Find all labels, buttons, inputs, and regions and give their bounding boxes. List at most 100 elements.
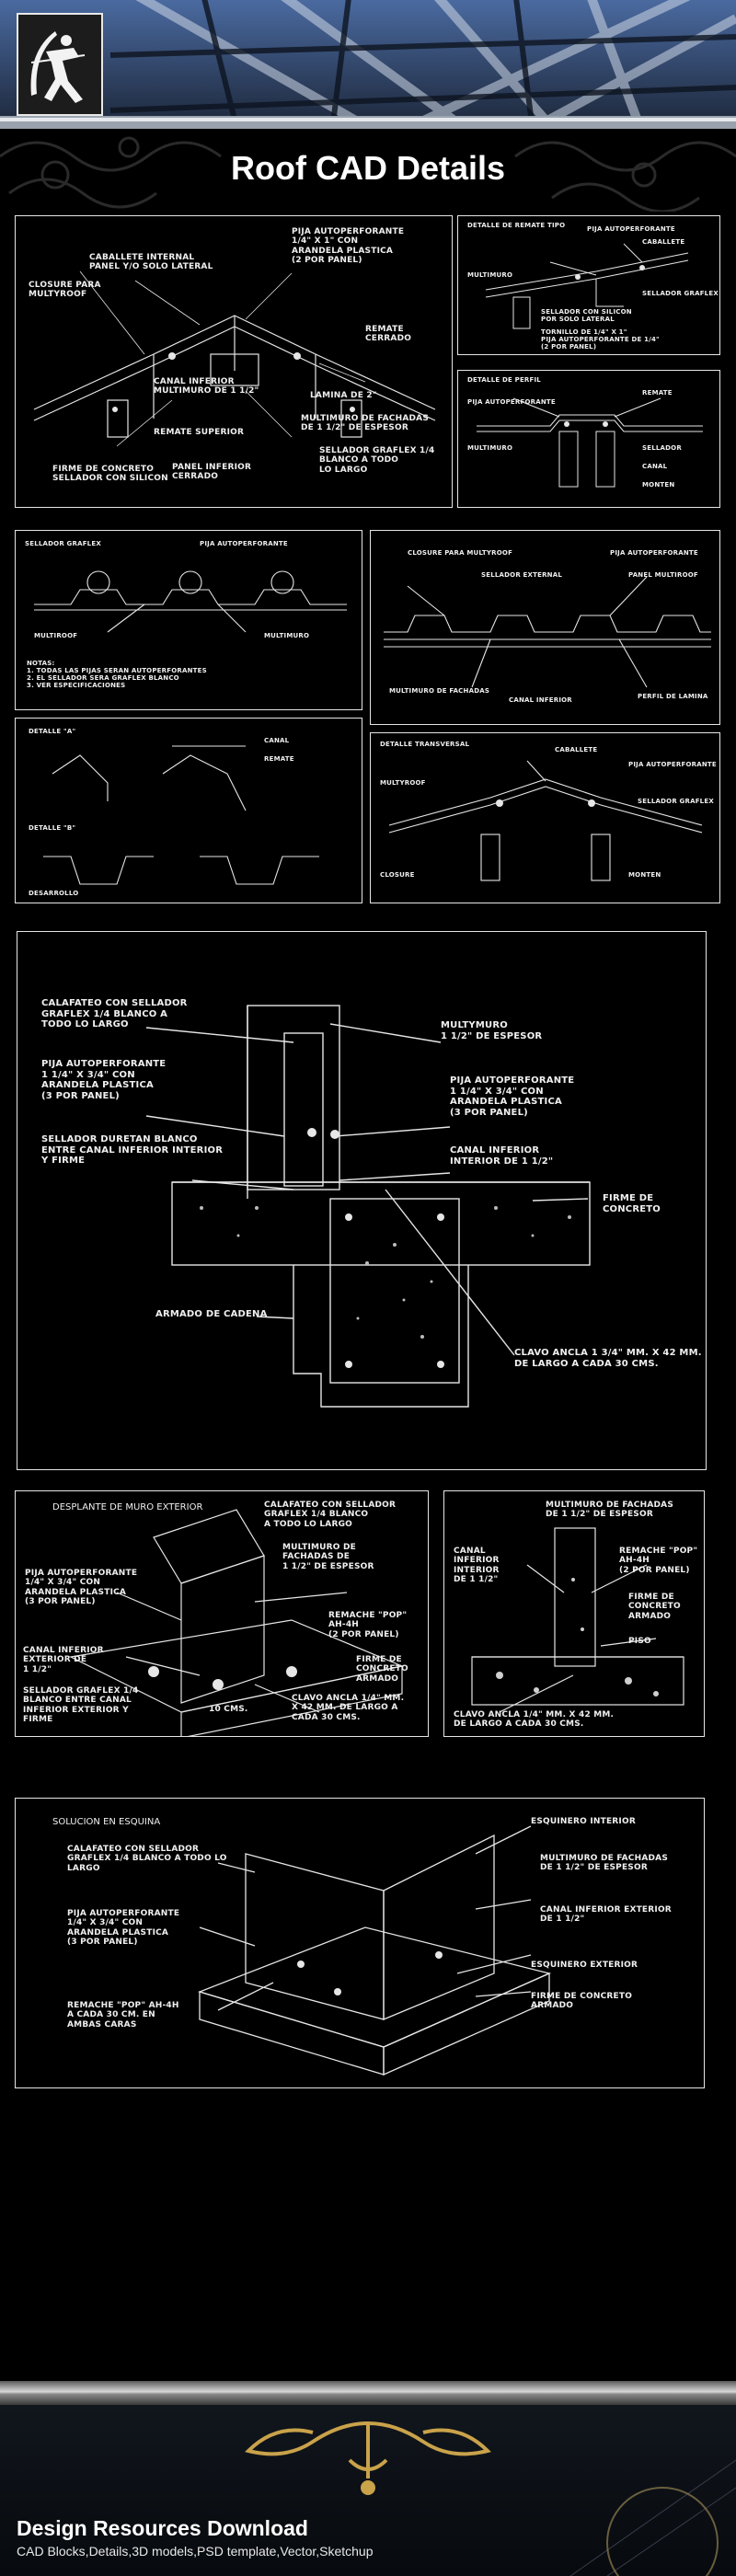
- p2-label-0: DETALLE DE REMATE TIPO: [467, 222, 566, 229]
- p2-label-3: MULTIMURO: [467, 271, 513, 279]
- p1-label-9: FIRME DE CONCRETO SELLADOR CON SILICON: [52, 465, 168, 484]
- p5-label-3: PANEL MULTIROOF: [628, 571, 698, 579]
- p8-label-6: FIRME DE CONCRETO: [603, 1193, 661, 1214]
- p11-label-1: CALAFATEO CON SELLADOR GRAFLEX 1/4 BLANC…: [67, 1845, 227, 1873]
- p1-label-2: CLOSURE PARA MULTYROOF: [29, 281, 101, 300]
- p4-label-4: NOTAS: 1. TODAS LAS PIJAS SERAN AUTOPERF…: [27, 660, 207, 690]
- footer-divider: [0, 2381, 736, 2405]
- p1-label-3: CANAL INFERIOR MULTIMURO DE 1 1/2": [154, 377, 259, 397]
- p10-label-3: FIRME DE CONCRETO ARMADO: [628, 1593, 681, 1621]
- cad-panel-corrugated-profile: SELLADOR GRAFLEX PIJA AUTOPERFORANTE MUL…: [15, 530, 362, 710]
- p10-label-4: PISO: [628, 1637, 651, 1646]
- p7-label-6: MONTEN: [628, 871, 661, 879]
- p9-label-4: CANAL INFERIOR EXTERIOR DE 1 1/2": [23, 1646, 104, 1674]
- p3-label-2: REMATE: [642, 389, 673, 397]
- p5-label-5: CANAL INFERIOR: [509, 696, 572, 704]
- p7-label-5: SELLADOR GRAFLEX: [638, 798, 714, 805]
- p11-title: SOLUCION EN ESQUINA: [52, 1817, 161, 1827]
- p9-label-3: REMACHE "POP" AH-4H (2 POR PANEL): [328, 1611, 408, 1639]
- cad-panel-wall-base-detail: CALAFATEO CON SELLADOR GRAFLEX 1/4 BLANC…: [17, 931, 707, 1470]
- header-banner: [0, 0, 736, 129]
- p2-label-2: CABALLETE: [642, 238, 685, 246]
- p5-label-6: PERFIL DE LAMINA: [638, 693, 708, 700]
- footer-subtitle: CAD Blocks,Details,3D models,PSD templat…: [17, 2544, 374, 2559]
- footer-banner: [0, 2405, 736, 2576]
- p8-label-1: MULTYMURO 1 1/2" DE ESPESOR: [441, 1020, 543, 1041]
- p11-label-0: ESQUINERO INTERIOR: [531, 1817, 636, 1826]
- footer-title[interactable]: Design Resources Download: [17, 2516, 308, 2540]
- p11-label-2: MULTIMURO DE FACHADAS DE 1 1/2" DE ESPES…: [540, 1854, 669, 1873]
- p1-label-8: REMATE SUPERIOR: [154, 428, 245, 437]
- p7-label-1: CABALLETE: [555, 746, 598, 753]
- p3-label-0: DETALLE DE PERFIL: [467, 376, 541, 384]
- p11-label-4: CANAL INFERIOR EXTERIOR DE 1 1/2": [540, 1905, 672, 1925]
- cad-panel-detail-a-b: DETALLE "A" DETALLE "B" CANAL REMATE DES…: [15, 718, 362, 903]
- p1-label-5: LAMINA DE 2": [310, 391, 377, 400]
- cad-panel-ridge-detail: PIJA AUTOPERFORANTE 1/4" X 1" CON ARANDE…: [15, 215, 453, 508]
- archer-icon: [30, 31, 86, 103]
- p3-label-4: SELLADOR: [642, 444, 682, 452]
- cad-panel-exterior-wall-base: DESPLANTE DE MURO EXTERIOR CALAFATEO CON…: [15, 1490, 429, 1737]
- cad-panel-corner-solution: SOLUCION EN ESQUINA ESQUINERO INTERIOR C…: [15, 1798, 705, 2088]
- cad-panel-profile-detail: DETALLE DE PERFIL PIJA AUTOPERFORANTE RE…: [457, 370, 720, 508]
- p6-label-4: DESARROLLO: [29, 890, 79, 897]
- p11-label-7: FIRME DE CONCRETO ARMADO: [531, 1992, 633, 2011]
- p7-label-2: PIJA AUTOPERFORANTE: [628, 761, 717, 768]
- p7-label-4: CLOSURE: [380, 871, 415, 879]
- p10-label-1: CANAL INFERIOR INTERIOR DE 1 1/2": [454, 1547, 500, 1585]
- brand-logo[interactable]: [17, 13, 103, 116]
- p5-label-2: PIJA AUTOPERFORANTE: [610, 549, 698, 557]
- p1-label-10: PANEL INFERIOR CERRADO: [172, 463, 252, 482]
- roof-truss-photo: [0, 0, 736, 129]
- p1-label-1: CABALLETE INTERNAL PANEL Y/O SOLO LATERA…: [89, 253, 213, 272]
- p10-label-2: REMACHE "POP" AH-4H (2 POR PANEL): [619, 1547, 698, 1575]
- p11-label-5: ESQUINERO EXTERIOR: [531, 1961, 638, 1970]
- p5-label-0: CLOSURE PARA MULTYROOF: [408, 549, 513, 557]
- p3-label-3: MULTIMURO: [467, 444, 513, 452]
- p8-label-7: ARMADO DE CADENA: [155, 1309, 268, 1319]
- p3-label-6: MONTEN: [642, 481, 675, 489]
- p9-label-2: PIJA AUTOPERFORANTE 1/4" X 3/4" CON ARAN…: [25, 1569, 138, 1607]
- p9-title: DESPLANTE DE MURO EXTERIOR: [52, 1502, 203, 1512]
- p9-label-1: MULTIMURO DE FACHADAS DE 1 1/2" DE ESPES…: [282, 1543, 374, 1571]
- p6-label-2: CANAL: [264, 737, 290, 744]
- p10-label-5: CLAVO ANCLA 1/4" MM. X 42 MM. DE LARGO A…: [454, 1710, 615, 1730]
- p4-label-3: MULTIMURO: [264, 632, 310, 639]
- p2-label-6: TORNILLO DE 1/4" X 1" PIJA AUTOPERFORANT…: [541, 328, 660, 351]
- p6-label-3: REMATE: [264, 755, 294, 763]
- p6-label-0: DETALLE "A": [29, 728, 76, 735]
- p7-label-3: MULTYROOF: [380, 779, 426, 787]
- p4-label-0: SELLADOR GRAFLEX: [25, 540, 101, 547]
- p2-label-1: PIJA AUTOPERFORANTE: [587, 225, 675, 233]
- p5-label-4: MULTIMURO DE FACHADAS: [389, 687, 490, 695]
- p8-label-5: CANAL INFERIOR INTERIOR DE 1 1/2": [450, 1145, 554, 1167]
- cad-panel-edge-detail: DETALLE DE REMATE TIPO PIJA AUTOPERFORAN…: [457, 215, 720, 355]
- p1-label-7: SELLADOR GRAFLEX 1/4 BLANCO A TODO LO LA…: [319, 446, 435, 475]
- cad-panel-roof-section: CLOSURE PARA MULTYROOF SELLADOR EXTERNAL…: [370, 530, 720, 725]
- p9-label-7: CLAVO ANCLA 1/4" MM. X 42 MM. DE LARGO A…: [292, 1694, 405, 1722]
- p10-label-0: MULTIMURO DE FACHADAS DE 1 1/2" DE ESPES…: [546, 1501, 674, 1520]
- p6-label-1: DETALLE "B": [29, 824, 76, 832]
- cad-panel-interior-wall-base: MULTIMURO DE FACHADAS DE 1 1/2" DE ESPES…: [443, 1490, 705, 1737]
- p4-label-2: MULTIROOF: [34, 632, 78, 639]
- p9-label-0: CALAFATEO CON SELLADOR GRAFLEX 1/4 BLANC…: [264, 1501, 397, 1529]
- p8-label-8: CLAVO ANCLA 1 3/4" MM. X 42 MM. DE LARGO…: [514, 1348, 702, 1369]
- p3-label-5: CANAL: [642, 463, 668, 470]
- gold-scroll-ornament-icon: [245, 2421, 491, 2495]
- p9-label-5: FIRME DE CONCRETO ARMADO: [356, 1655, 408, 1684]
- p4-label-1: PIJA AUTOPERFORANTE: [200, 540, 288, 547]
- p8-label-2: PIJA AUTOPERFORANTE 1 1/4" X 3/4" CON AR…: [41, 1059, 167, 1101]
- p3-label-1: PIJA AUTOPERFORANTE: [467, 398, 556, 406]
- p2-label-4: SELLADOR GRAFLEX: [642, 290, 719, 297]
- p7-label-0: DETALLE TRANSVERSAL: [380, 741, 470, 748]
- p1-label-0: PIJA AUTOPERFORANTE 1/4" X 1" CON ARANDE…: [292, 227, 405, 266]
- p11-label-3: PIJA AUTOPERFORANTE 1/4" X 3/4" CON ARAN…: [67, 1909, 180, 1948]
- p8-label-0: CALAFATEO CON SELLADOR GRAFLEX 1/4 BLANC…: [41, 998, 188, 1029]
- page-title: Roof CAD Details: [230, 149, 506, 187]
- p11-label-6: REMACHE "POP" AH-4H A CADA 30 CM. EN AMB…: [67, 2001, 179, 2030]
- p8-label-3: PIJA AUTOPERFORANTE 1 1/4" X 3/4" CON AR…: [450, 1075, 575, 1118]
- p5-label-1: SELLADOR EXTERNAL: [481, 571, 563, 579]
- p1-label-6: MULTIMURO DE FACHADAS DE 1 1/2" DE ESPES…: [301, 414, 430, 433]
- cad-panel-transverse-ridge: DETALLE TRANSVERSAL CABALLETE PIJA AUTOP…: [370, 732, 720, 903]
- p8-label-4: SELLADOR DURETAN BLANCO ENTRE CANAL INFE…: [41, 1134, 224, 1166]
